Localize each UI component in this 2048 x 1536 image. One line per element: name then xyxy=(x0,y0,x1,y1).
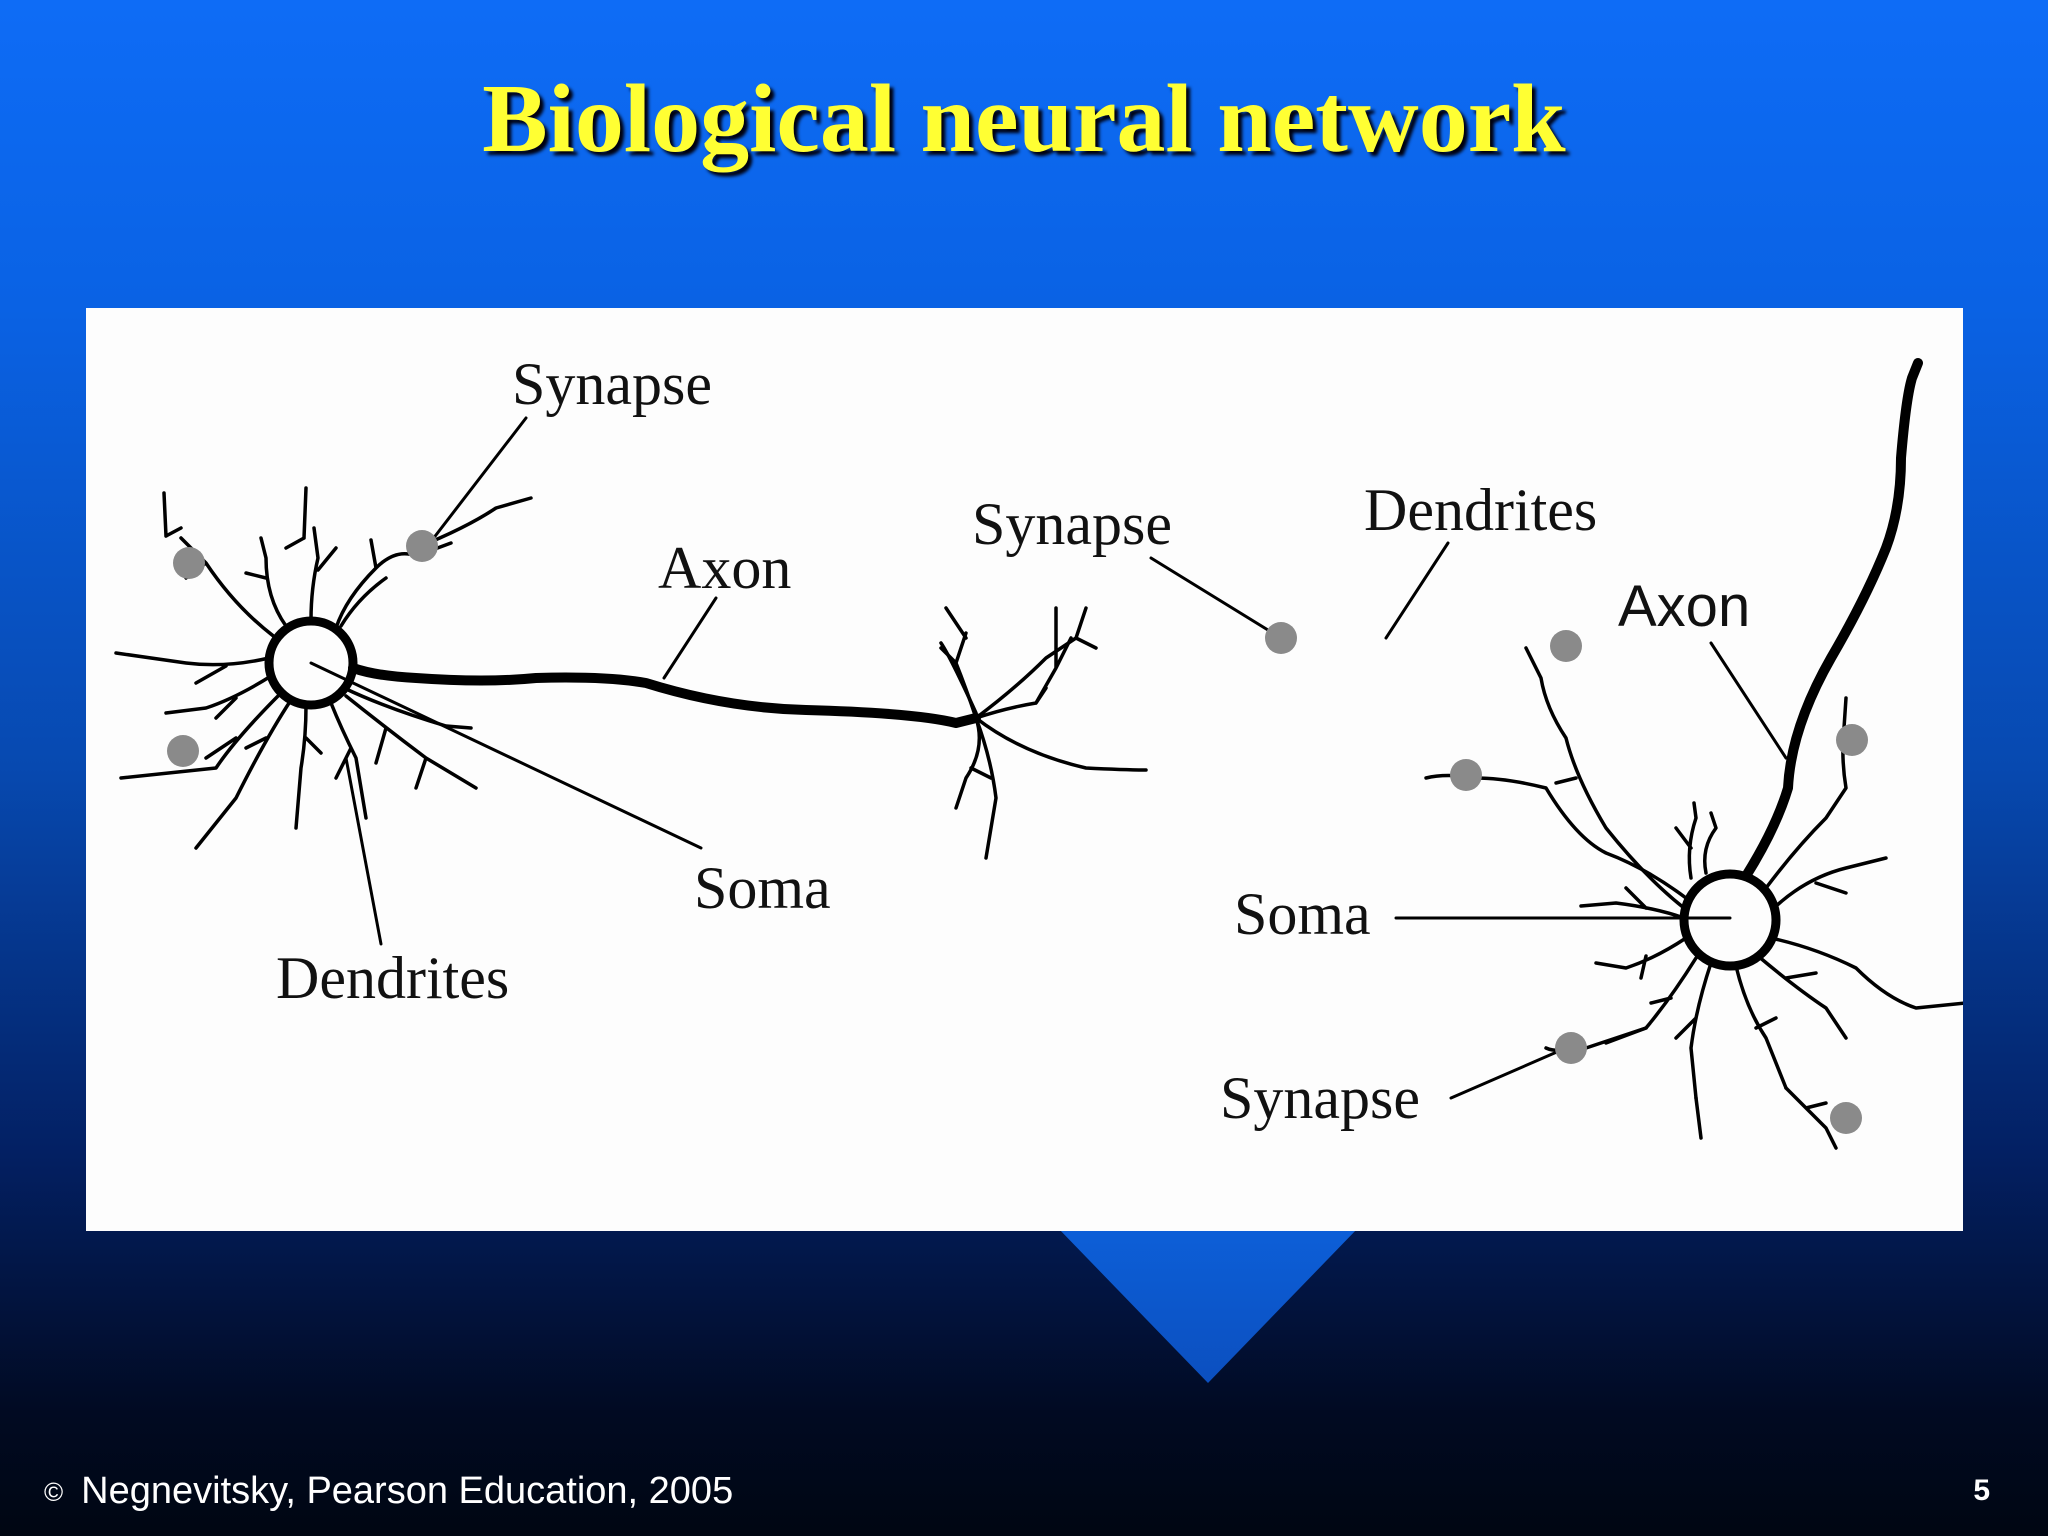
pointer-triangle xyxy=(1058,1228,1358,1383)
synapse-dot xyxy=(1265,622,1297,654)
synapse-dot xyxy=(1555,1032,1587,1064)
footer-text: Negnevitsky, Pearson Education, 2005 xyxy=(81,1470,734,1512)
synapse-dot xyxy=(173,547,205,579)
right-soma xyxy=(1679,869,1781,971)
neuron-diagram-panel: Synapse Axon Soma Dendrites Synapse Dend… xyxy=(86,308,1963,1231)
leader-axon-left xyxy=(662,596,718,680)
label-soma-left: Soma xyxy=(694,855,831,921)
leader-synapse-bottom xyxy=(1449,1046,1568,1100)
page-number: 5 xyxy=(1973,1474,1990,1507)
synapse-dot xyxy=(167,735,199,767)
left-axon xyxy=(348,663,981,728)
label-axon-right: Axon xyxy=(1618,574,1751,639)
left-dendrites xyxy=(114,486,533,850)
leader-soma-left xyxy=(309,661,703,850)
label-synapse-top: Synapse xyxy=(512,351,712,417)
leader-axon-right xyxy=(1709,641,1788,760)
label-synapse-bottom: Synapse xyxy=(1220,1065,1420,1131)
label-synapse-middle: Synapse xyxy=(972,491,1172,557)
leader-dendrites-middle xyxy=(1384,541,1450,640)
label-axon-left: Axon xyxy=(658,535,792,601)
synapse-dot xyxy=(1830,1102,1862,1134)
leader-synapse-top xyxy=(424,416,528,550)
synapse-dot xyxy=(1450,759,1482,791)
slide-title: Biological neural network xyxy=(482,65,1566,173)
synapses xyxy=(167,530,1868,1134)
footer-copyright: © Negnevitsky, Pearson Education, 2005 xyxy=(44,1470,733,1513)
label-dendrites-middle: Dendrites xyxy=(1364,477,1598,543)
leader-dendrites-left xyxy=(344,756,383,946)
neuron-diagram xyxy=(114,358,1963,1150)
copyright-symbol: © xyxy=(44,1477,64,1508)
synapse-dot xyxy=(406,530,438,562)
label-soma-right: Soma xyxy=(1234,881,1371,947)
synapse-dot xyxy=(1836,724,1868,756)
synapse-dot xyxy=(1550,630,1582,662)
right-dendrites xyxy=(1424,646,1963,1150)
right-axon xyxy=(1741,358,1923,881)
middle-dendrites xyxy=(939,606,1148,860)
leader-synapse-middle xyxy=(1149,556,1283,640)
label-dendrites-left: Dendrites xyxy=(276,945,510,1011)
